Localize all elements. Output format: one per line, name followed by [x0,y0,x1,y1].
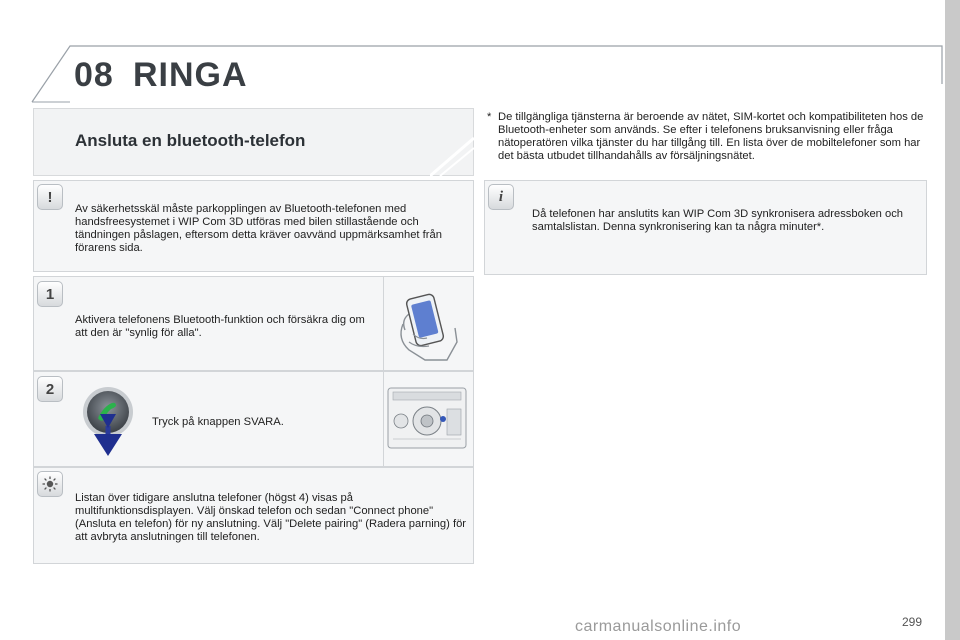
step-1-number-badge: 1 [37,281,63,307]
warning-text: Av säkerhetsskäl måste parkopplingen av … [75,203,442,254]
scrollbar[interactable] [945,0,960,640]
footnote: * De tillgängliga tjänsterna är beroende… [487,111,927,163]
step-box-1 [33,276,474,371]
page-number: 299 [902,615,923,629]
step-2-text: Tryck på knappen SVARA. [152,416,284,428]
footnote-marker: * [487,111,492,123]
step-1-divider [383,276,384,371]
hand-phone-illustration [400,293,458,361]
tip-text: Listan över tidigare anslutna telefoner … [75,492,467,543]
section-title-box [33,108,474,176]
info-text: Då telefonen har anslutits kan WIP Com 3… [532,208,904,233]
info-icon: i [488,184,514,210]
header-frame [31,45,943,103]
step-2-number-badge: 2 [37,376,63,402]
section-title: Ansluta en bluetooth-telefon [75,131,306,150]
radio-panel-illustration [387,387,467,449]
info-box [484,180,927,275]
step-1-text: Aktivera telefonens Bluetooth-funktion o… [75,314,365,339]
step-2-divider [383,371,384,467]
step-2-number: 2 [45,380,55,398]
watermark: carmanualsonline.info [575,618,742,635]
title-box-decoration [430,136,474,176]
sun-icon [37,471,63,497]
chapter-title: RINGA [133,56,248,94]
footnote-text: De tillgängliga tjänsterna är beroende a… [498,111,924,162]
warning-box [33,180,474,272]
step-1-number: 1 [45,285,55,303]
chapter-number: 08 [74,56,114,94]
answer-button-icon [83,387,133,456]
tip-box [33,467,474,564]
exclamation-icon: ! [37,184,63,210]
